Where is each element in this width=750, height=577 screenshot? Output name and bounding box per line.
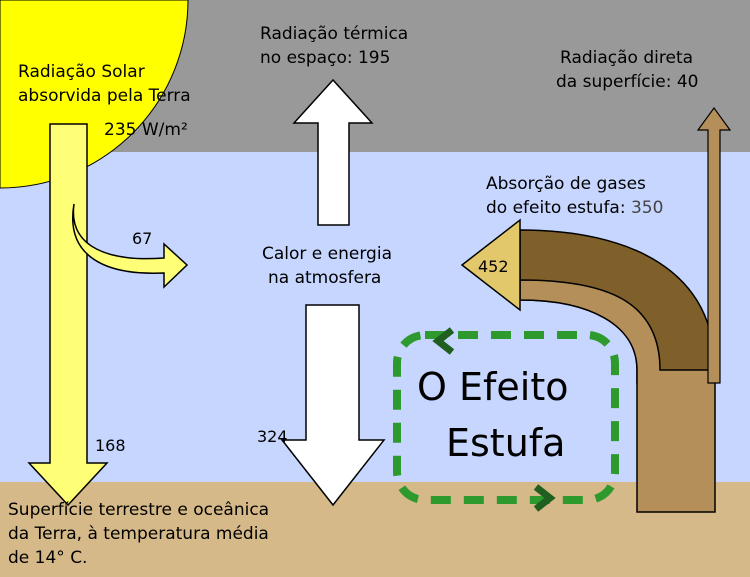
heat-line2: na atmosfera — [268, 268, 382, 288]
surface-line2: da Terra, à temperatura média — [8, 524, 269, 544]
thermal-space-line2: no espaço: 195 — [260, 48, 391, 68]
direct-radiation-arrow — [696, 106, 732, 384]
surface-band — [0, 482, 750, 577]
direct-radiation-line1: Radiação direta — [560, 48, 694, 68]
chevron-left-icon — [432, 327, 455, 355]
surface-solar-value: 168 — [95, 436, 126, 455]
back-radiation-arrow — [460, 218, 521, 312]
gas-absorption-line1: Absorção de gases — [486, 174, 646, 194]
thermal-space-line1: Radiação térmica — [260, 24, 409, 44]
solar-value: 235 W/m² — [104, 120, 188, 140]
greenhouse-title-line2: Estufa — [446, 421, 566, 465]
surface-line1: Superfície terrestre e oceânica — [8, 500, 270, 520]
reflected-value: 67 — [132, 229, 153, 248]
gas-absorption-line2: do efeito estufa: 350 — [486, 196, 663, 220]
sun-icon — [0, 0, 189, 189]
solar-label-line1: Radiação Solar — [18, 62, 145, 82]
thermal-up-arrow — [292, 78, 374, 226]
down-value: 324 — [257, 427, 288, 446]
greenhouse-pipe-inner — [519, 279, 716, 513]
greenhouse-title-line1: O Efeito — [417, 365, 569, 409]
heat-line1: Calor e energia — [262, 244, 392, 264]
chevron-right-icon — [533, 484, 556, 512]
back-radiation-value: 452 — [478, 257, 509, 276]
solar-down-arrow — [27, 123, 109, 507]
surface-line3: de 14° C. — [8, 548, 88, 568]
atmosphere-down-arrow — [280, 304, 386, 507]
solar-label-line2: absorvida pela Terra — [18, 86, 191, 106]
reflected-branch-arrow — [72, 203, 189, 289]
greenhouse-loop — [393, 331, 619, 504]
gas-absorption-text: do efeito estufa: — [486, 198, 631, 218]
gas-absorption-value: 350 — [630, 198, 664, 218]
direct-radiation-line2: da superfície: 40 — [556, 72, 699, 92]
